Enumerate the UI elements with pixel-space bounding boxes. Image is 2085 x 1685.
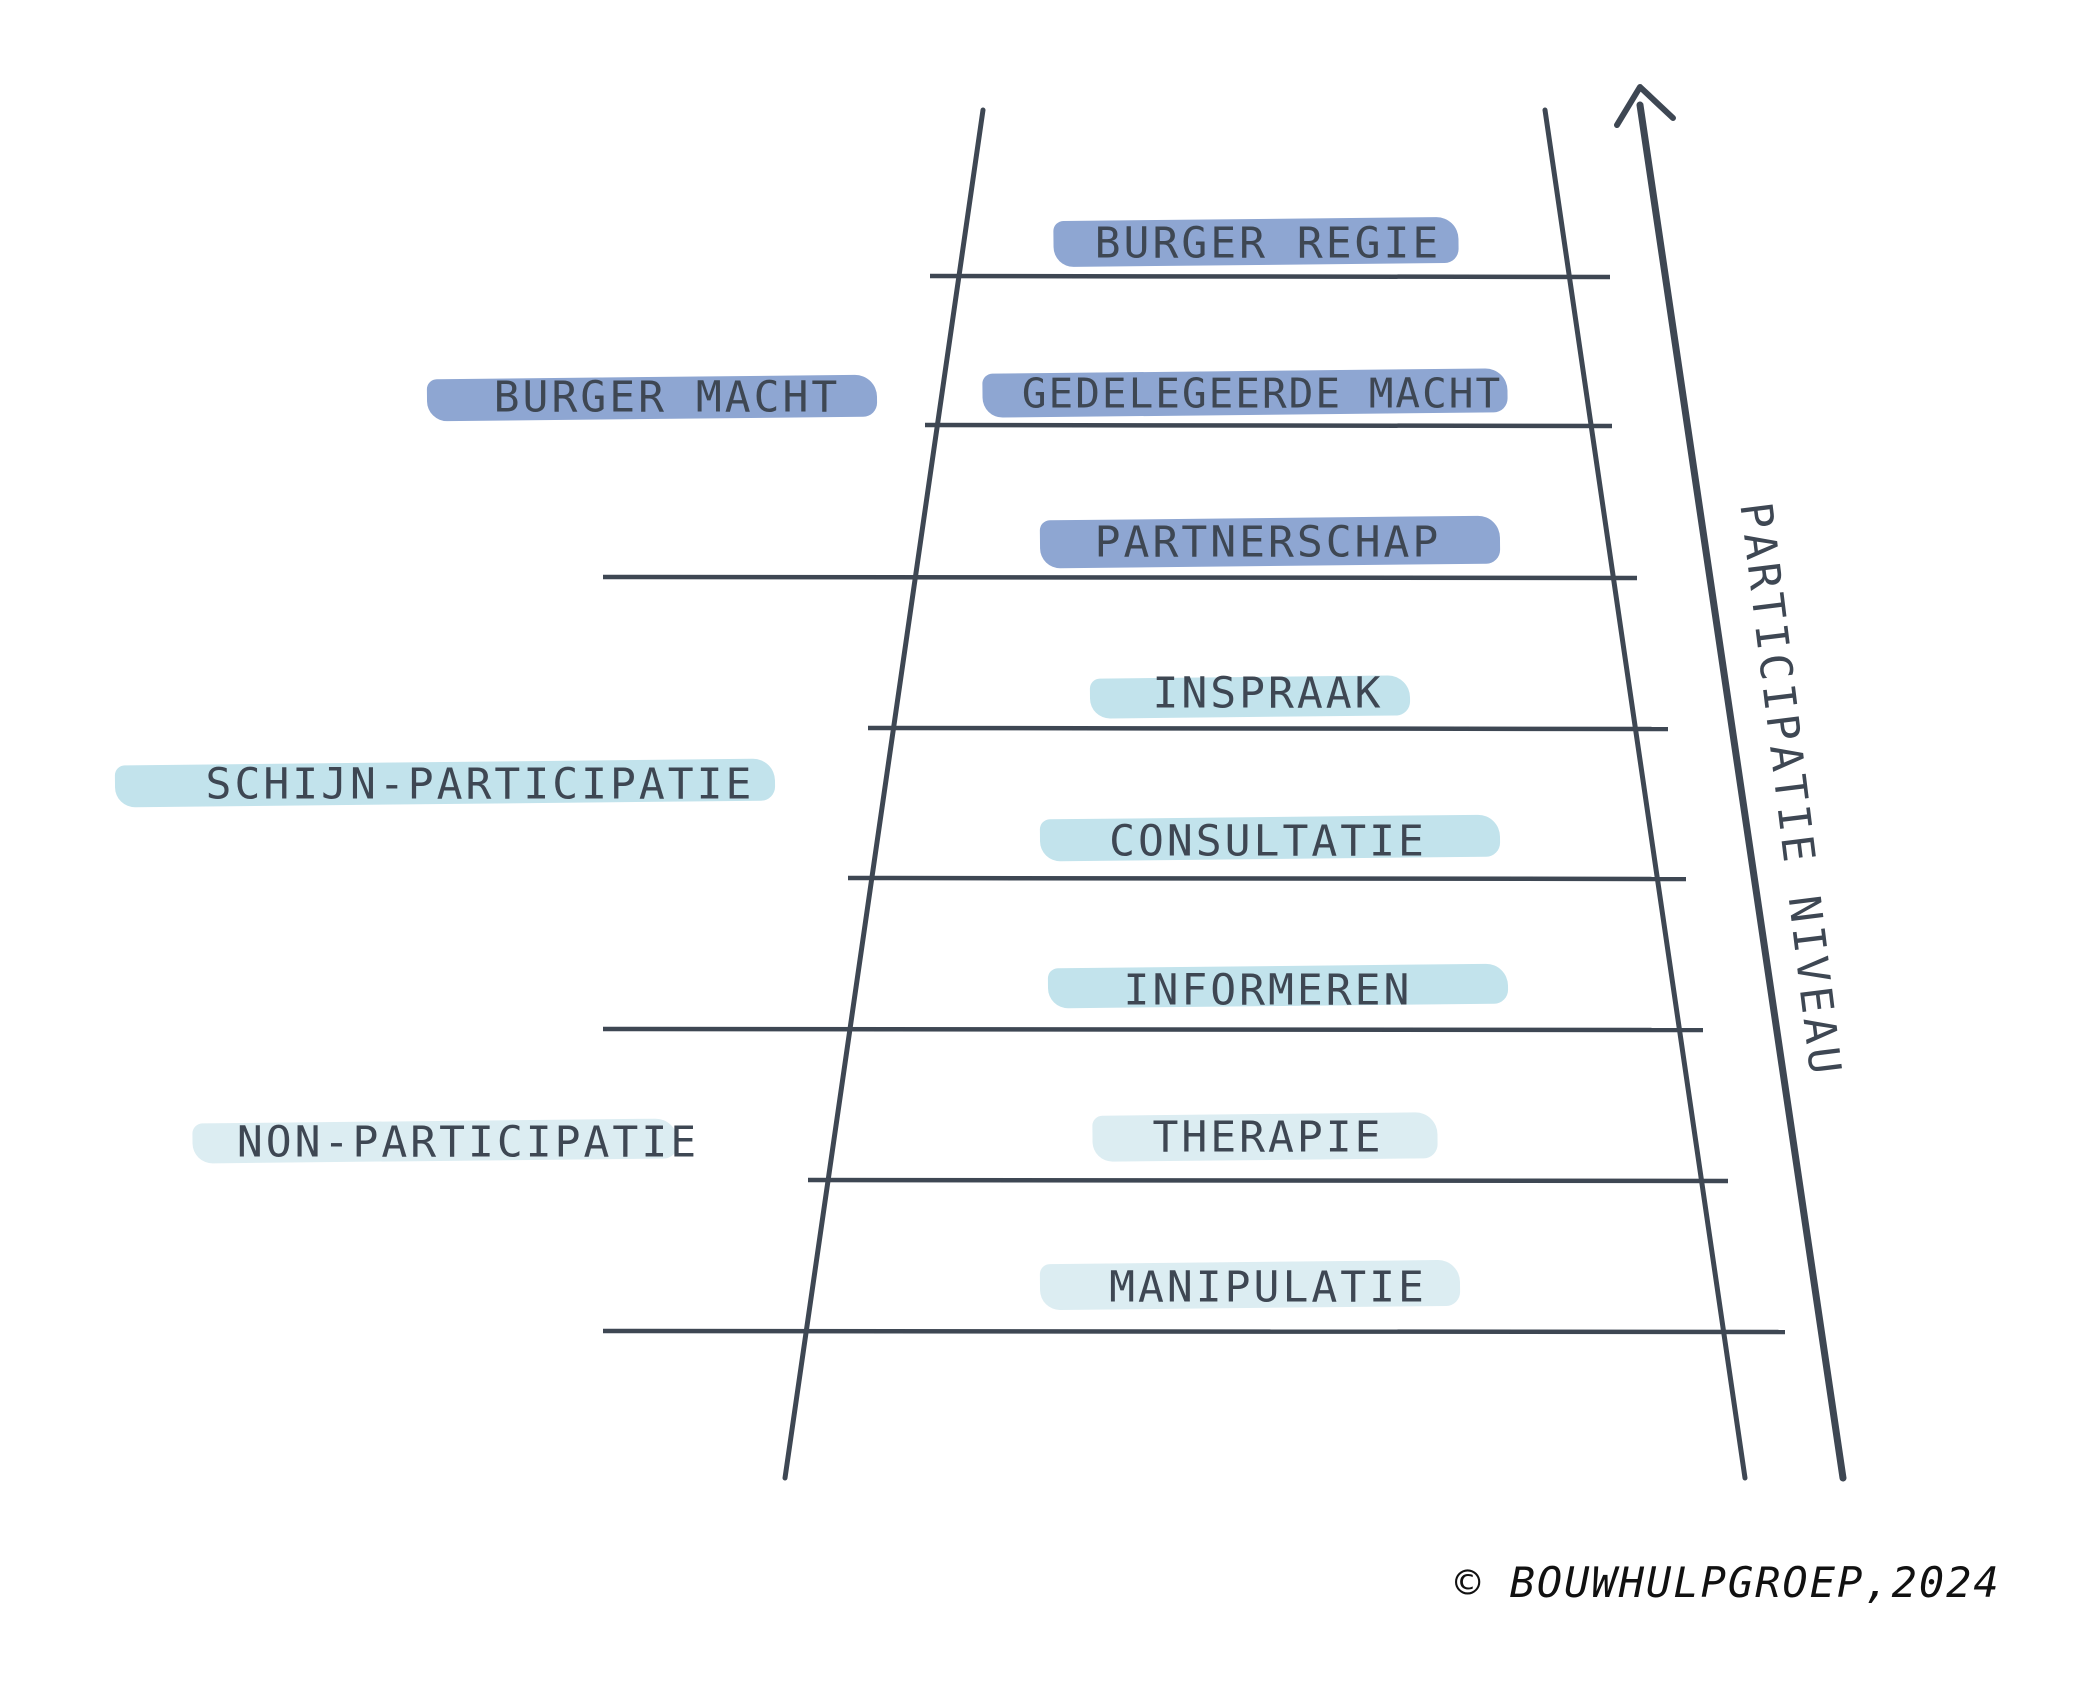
rung-label-inspraak: INSPRAAK bbox=[1152, 668, 1384, 719]
ladder-left-rail bbox=[782, 107, 986, 1481]
rung-label-partnerschap: PARTNERSCHAP bbox=[1094, 517, 1442, 568]
rung-line-7 bbox=[807, 1177, 1729, 1184]
group-label-non-participatie: NON-PARTICIPATIE bbox=[236, 1117, 700, 1168]
rung-label-manipulatie: MANIPULATIE bbox=[1109, 1262, 1427, 1313]
rung-label-burger-regie: BURGER REGIE bbox=[1094, 218, 1442, 269]
rung-line-8-group-divider bbox=[602, 1328, 1786, 1335]
rung-line-6-group-divider bbox=[602, 1026, 1704, 1033]
rung-label-therapie: THERAPIE bbox=[1152, 1112, 1384, 1163]
rung-label-consultatie: CONSULTATIE bbox=[1109, 816, 1427, 867]
group-label-schijn-participatie: SCHIJN-PARTICIPATIE bbox=[205, 759, 755, 810]
rung-line-3-group-divider bbox=[602, 574, 1638, 581]
participation-axis-arrow-shaft bbox=[1636, 101, 1847, 1482]
rung-line-1 bbox=[929, 273, 1611, 280]
ladder-right-rail bbox=[1542, 107, 1748, 1481]
copyright-signature: © BOUWHULPGROEP,2024 bbox=[1455, 1558, 2001, 1607]
rung-label-gedelegeerde-macht: GEDELEGEERDE MACHT bbox=[1021, 369, 1503, 418]
rung-label-informeren: INFORMEREN bbox=[1123, 965, 1413, 1016]
participation-axis-arrow-head-icon bbox=[1614, 84, 1676, 128]
group-label-burger-macht: BURGER MACHT bbox=[493, 372, 841, 423]
rung-line-5 bbox=[847, 875, 1687, 882]
rung-line-2 bbox=[924, 422, 1613, 429]
rung-line-4 bbox=[867, 725, 1669, 732]
